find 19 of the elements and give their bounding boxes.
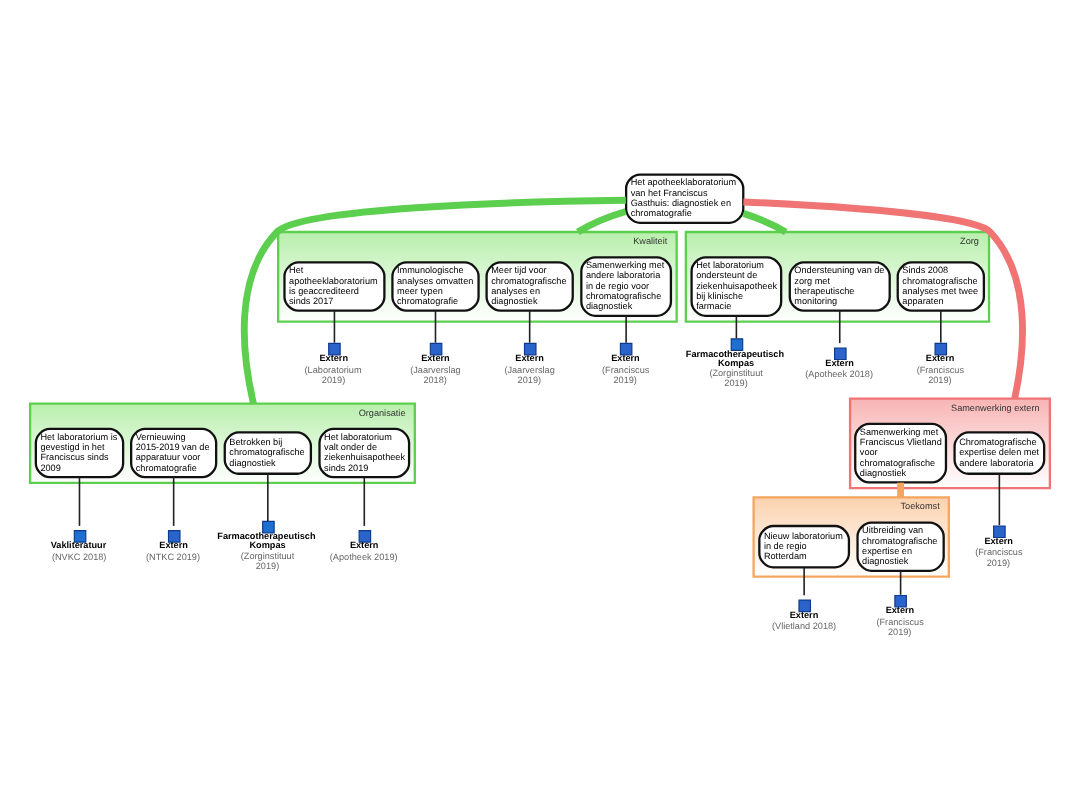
connector	[267, 472, 269, 521]
connector	[743, 197, 1026, 399]
connector	[363, 475, 366, 526]
connector	[897, 481, 905, 497]
connector	[742, 209, 788, 234]
connector	[333, 308, 336, 343]
connector	[998, 472, 1001, 525]
connector	[78, 475, 81, 526]
connector	[838, 308, 841, 343]
connector	[240, 195, 626, 404]
connector	[434, 308, 437, 343]
connector	[899, 569, 902, 595]
connector	[172, 475, 175, 526]
connector	[940, 308, 942, 343]
connector	[803, 565, 805, 595]
connector	[576, 207, 627, 234]
connector	[625, 314, 627, 343]
connector	[528, 308, 531, 343]
connector	[735, 314, 738, 339]
